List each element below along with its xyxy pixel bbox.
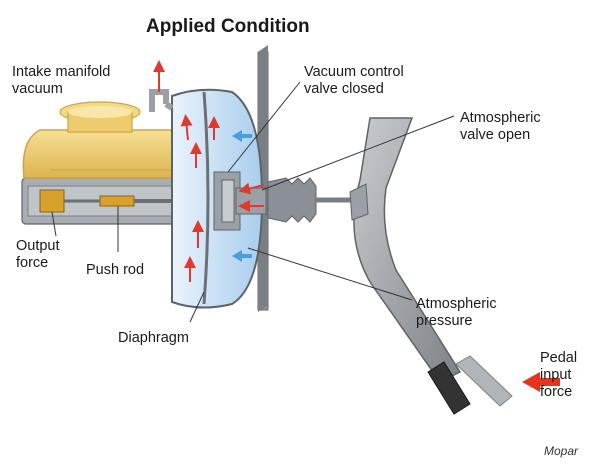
image-credit: Mopar bbox=[544, 444, 579, 458]
label-diaphragm: Diaphragm bbox=[118, 330, 189, 346]
label-leaders bbox=[51, 81, 455, 323]
vacuum-flow-arrows bbox=[153, 60, 265, 282]
brake-pedal bbox=[349, 117, 513, 415]
atmospheric-flow-arrows bbox=[232, 130, 252, 262]
push-rod-piston bbox=[99, 195, 135, 207]
pedal-pad bbox=[427, 361, 471, 415]
label-push-rod: Push rod bbox=[86, 262, 145, 278]
fluid-reservoir bbox=[22, 101, 188, 179]
pedal-ghost-position bbox=[455, 355, 513, 407]
output-piston bbox=[39, 189, 65, 213]
diagram-title: Applied Condition bbox=[146, 16, 310, 37]
diaphragm-line bbox=[202, 91, 210, 305]
pedal-force-arrow bbox=[522, 372, 560, 392]
intake-pipe bbox=[149, 89, 174, 112]
